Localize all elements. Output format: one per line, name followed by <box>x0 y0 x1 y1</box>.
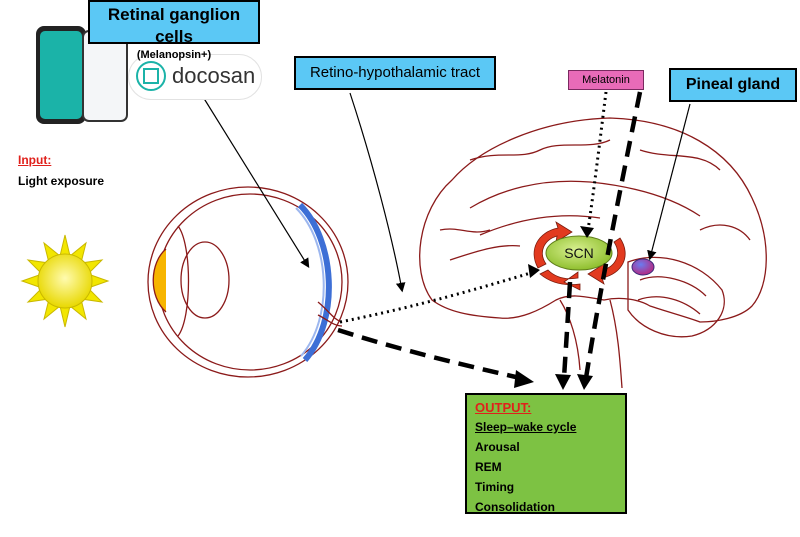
rgc-pointer-line <box>199 91 310 269</box>
scn-label: SCN <box>564 245 594 261</box>
scn-output-arrowhead <box>555 374 571 390</box>
output-item: Arousal <box>475 440 520 454</box>
output-item: Sleep–wake cycle <box>475 420 577 434</box>
pineal-output-arrowhead <box>577 374 593 390</box>
output-item: Consolidation <box>475 500 555 514</box>
smartphone-screen <box>40 31 82 119</box>
output-box: OUTPUT: Sleep–wake cycle Arousal REM Tim… <box>465 393 627 514</box>
retinal-ganglion-cells-label: Retinal ganglion cells (Melanopsin+) <box>88 0 260 61</box>
pineal-gland-label: Pineal gland <box>669 68 797 102</box>
pineal-pointer-line <box>647 103 691 261</box>
tract-arrowhead <box>528 264 540 278</box>
output-heading: OUTPUT: <box>475 400 532 415</box>
rgc-title: Retinal ganglion cells <box>107 5 241 46</box>
scn-node <box>545 235 613 271</box>
output-item: REM <box>475 460 502 474</box>
rht-pointer-line <box>349 92 406 293</box>
docosan-logo-inner <box>143 68 159 84</box>
melatonin-label: Melatonin <box>568 70 644 90</box>
melatonin-to-scn-line <box>586 91 608 231</box>
eye-output-arrowhead <box>514 370 534 388</box>
input-value: Light exposure <box>18 174 105 188</box>
eye-illustration <box>147 186 349 378</box>
pineal-gland-node <box>631 258 655 276</box>
logo-text: docosan <box>172 63 256 88</box>
eye-to-output-dashed-arrow <box>337 327 521 381</box>
docosan-logo-icon <box>136 61 166 91</box>
output-item: Timing <box>475 480 515 494</box>
retino-hypothalamic-tract-label: Retino-hypothalamic tract <box>294 56 496 90</box>
melatonin-arrowhead <box>580 226 594 238</box>
retino-hypothalamic-tract-line <box>339 270 535 324</box>
pineal-to-output-dashed-arrow <box>583 91 643 379</box>
input-heading: Input: <box>18 153 52 167</box>
brain-illustration <box>419 117 767 389</box>
sun-icon <box>20 234 110 328</box>
scn-to-output-dashed-arrow <box>561 281 573 379</box>
rgc-subtitle: (Melanopsin+) <box>136 49 212 61</box>
